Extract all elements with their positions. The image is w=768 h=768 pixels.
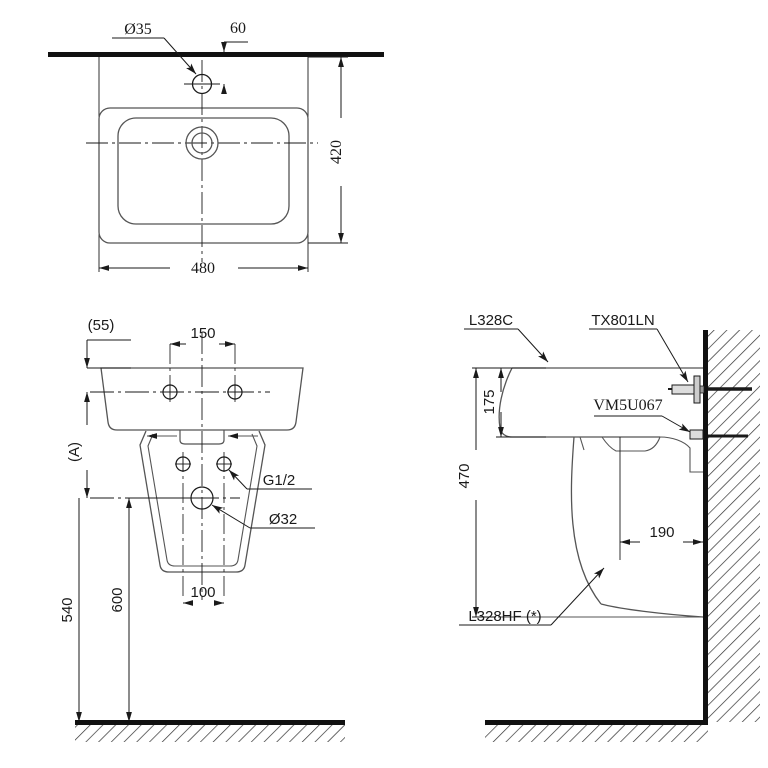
dim-60-label: 60 bbox=[230, 20, 246, 37]
dim-470-label: 470 bbox=[456, 463, 473, 488]
dim-190-label: 190 bbox=[649, 524, 674, 541]
part-label-tx801ln: TX801LN bbox=[589, 312, 689, 383]
dim-150-label: 150 bbox=[190, 325, 215, 342]
part-label-l328hf: L328HF (*) bbox=[459, 567, 605, 626]
dim-470: 470 bbox=[456, 367, 496, 618]
dim-55: (55) bbox=[84, 317, 131, 369]
dim-420: 420 bbox=[328, 57, 345, 243]
dim-600-label: 600 bbox=[109, 587, 126, 612]
dim-dia32: Ø32 bbox=[211, 504, 315, 529]
dim-150: 150 bbox=[170, 325, 235, 347]
front-supply-holes bbox=[175, 456, 232, 472]
dim-dia35: Ø35 bbox=[112, 21, 197, 75]
dim-175: 175 bbox=[481, 367, 546, 438]
front-view-floor-line bbox=[75, 720, 345, 725]
front-view-floor-hatching bbox=[75, 725, 345, 742]
side-basin-underside-detail bbox=[659, 436, 703, 473]
dim-g12: G1/2 bbox=[228, 469, 312, 490]
basin-inner-bowl-outline bbox=[117, 117, 290, 225]
top-view-wall-band bbox=[48, 52, 384, 57]
dim-dia35-label: Ø35 bbox=[124, 21, 152, 38]
part-label-vm5u067-text: VM5U067 bbox=[593, 397, 662, 414]
vm5u067-bracket-fitting bbox=[689, 429, 748, 440]
side-view-wall-line bbox=[703, 330, 708, 722]
side-view-wall-hatching bbox=[708, 330, 760, 722]
side-basin-notch-detail-b bbox=[579, 436, 585, 451]
dim-g12-label: G1/2 bbox=[263, 472, 296, 489]
side-shroud-bottom bbox=[600, 603, 704, 618]
dim-55-label: (55) bbox=[88, 317, 115, 334]
dim-60: 60 bbox=[221, 20, 248, 94]
tx801ln-bolt-fitting bbox=[668, 375, 752, 404]
dim-420-label: 420 bbox=[328, 140, 345, 164]
dim-190: 190 bbox=[620, 524, 703, 545]
basin-outer-outline bbox=[98, 107, 309, 244]
side-elevation-view: 175 470 190 L328C TX801LN bbox=[456, 312, 760, 742]
dim-480: 480 bbox=[99, 260, 308, 277]
side-view-floor-hatching bbox=[485, 725, 708, 742]
dim-540: 540 bbox=[59, 498, 82, 722]
front-shroud-inner bbox=[147, 433, 258, 567]
front-elevation-view: (55) 150 (A) G1/2 Ø32 bbox=[59, 317, 345, 742]
side-basin-notch-detail-a bbox=[601, 436, 661, 452]
dim-600: 600 bbox=[109, 497, 195, 722]
top-view: Ø35 60 420 480 bbox=[48, 20, 384, 277]
side-shroud-profile bbox=[570, 436, 602, 605]
part-label-vm5u067: VM5U067 bbox=[593, 397, 691, 433]
part-label-l328hf-text: L328HF (*) bbox=[468, 608, 541, 625]
front-hole-centerlines bbox=[169, 344, 236, 600]
dim-A-label: (A) bbox=[66, 442, 83, 462]
dim-100: 100 bbox=[183, 584, 224, 606]
dim-dia32-label: Ø32 bbox=[269, 511, 297, 528]
dim-175-label: 175 bbox=[481, 389, 498, 414]
part-label-l328c: L328C bbox=[464, 312, 549, 363]
side-view-floor-line bbox=[485, 720, 708, 725]
front-basin-body bbox=[100, 367, 304, 431]
dim-480-label: 480 bbox=[191, 260, 215, 277]
top-view-centerlines bbox=[86, 60, 318, 262]
part-label-tx801ln-text: TX801LN bbox=[591, 312, 654, 329]
part-label-l328c-text: L328C bbox=[469, 312, 513, 329]
drain-outer-circle bbox=[185, 126, 219, 160]
dim-A: (A) bbox=[66, 392, 90, 498]
drain-inner-circle bbox=[191, 132, 213, 154]
dim-100-label: 100 bbox=[190, 584, 215, 601]
dim-540-label: 540 bbox=[59, 597, 76, 622]
front-shroud-outer bbox=[139, 430, 266, 573]
